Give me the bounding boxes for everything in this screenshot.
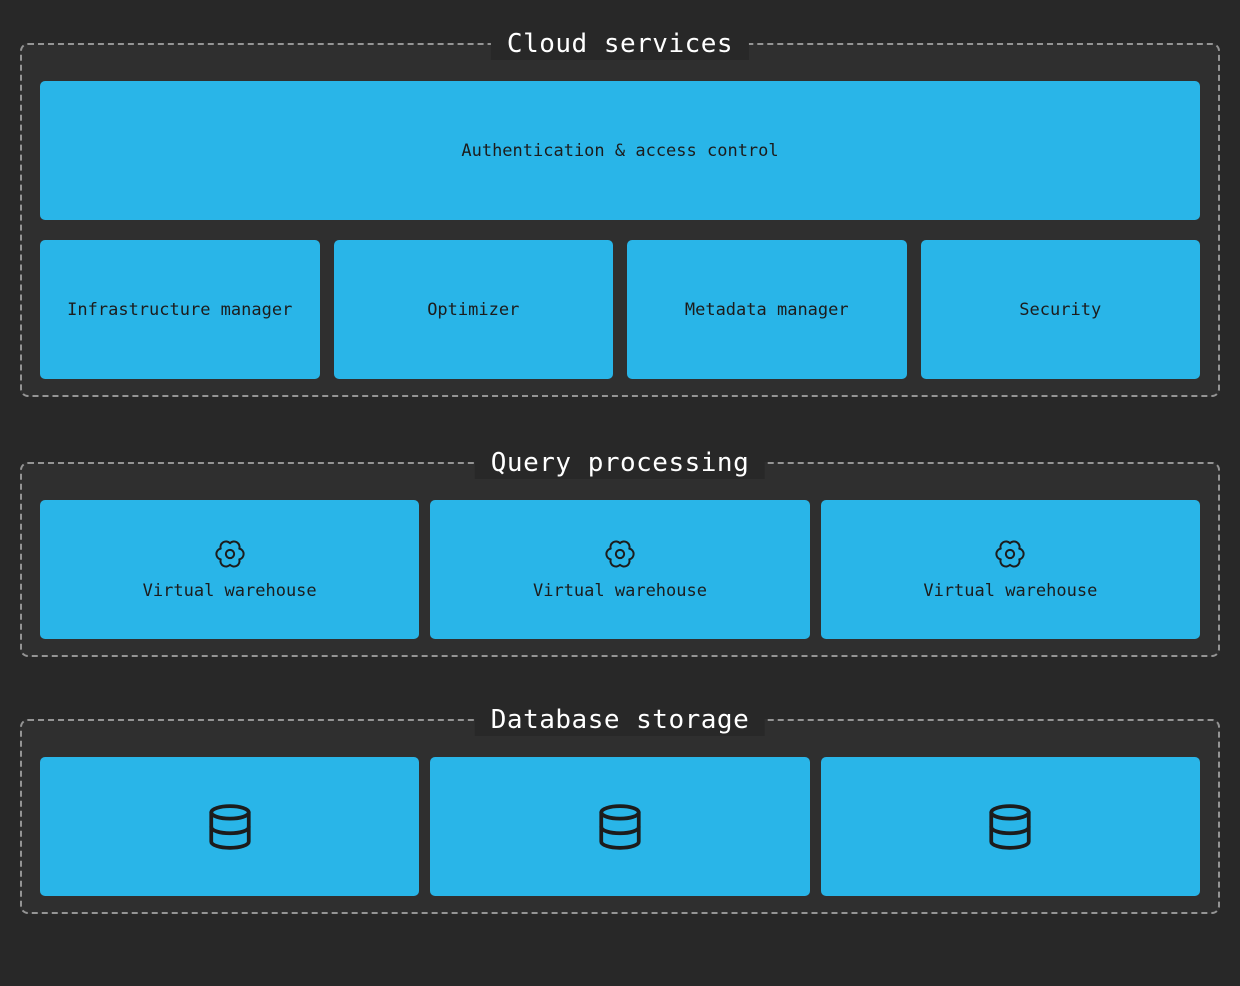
virtual-warehouse-box: Virtual warehouse (40, 500, 420, 639)
query-processing-row: Virtual warehouse Virtual warehouse (40, 500, 1200, 639)
metadata-manager-box: Metadata manager (627, 240, 907, 379)
database-box (40, 757, 420, 896)
database-icon (595, 800, 645, 854)
database-box (820, 757, 1200, 896)
virtual-warehouse-box: Virtual warehouse (820, 500, 1200, 639)
virtual-warehouse-label: Virtual warehouse (532, 580, 707, 601)
infrastructure-manager-box: Infrastructure manager (40, 240, 320, 379)
virtual-warehouse-box: Virtual warehouse (430, 500, 810, 639)
gear-icon (215, 539, 245, 569)
architecture-diagram: Cloud services Authentication & access c… (0, 28, 1240, 914)
gear-icon (995, 539, 1025, 569)
virtual-warehouse-label: Virtual warehouse (142, 580, 317, 601)
section-title-cloud-services: Cloud services (490, 28, 750, 60)
section-database-storage: Database storage (20, 704, 1220, 914)
section-title-query-processing: Query processing (474, 447, 766, 479)
database-box (430, 757, 810, 896)
virtual-warehouse-label: Virtual warehouse (923, 580, 1098, 601)
cloud-services-row: Infrastructure manager Optimizer Metadat… (40, 240, 1200, 379)
optimizer-box: Optimizer (333, 240, 613, 379)
auth-access-control-box: Authentication & access control (40, 81, 1200, 220)
security-box: Security (920, 240, 1200, 379)
section-title-database-storage: Database storage (474, 704, 766, 736)
database-icon (205, 800, 255, 854)
database-icon (985, 800, 1035, 854)
section-cloud-services: Cloud services Authentication & access c… (20, 28, 1220, 397)
gear-icon (605, 539, 635, 569)
section-query-processing: Query processing Virtual warehouse (20, 447, 1220, 657)
database-storage-row (40, 757, 1200, 896)
